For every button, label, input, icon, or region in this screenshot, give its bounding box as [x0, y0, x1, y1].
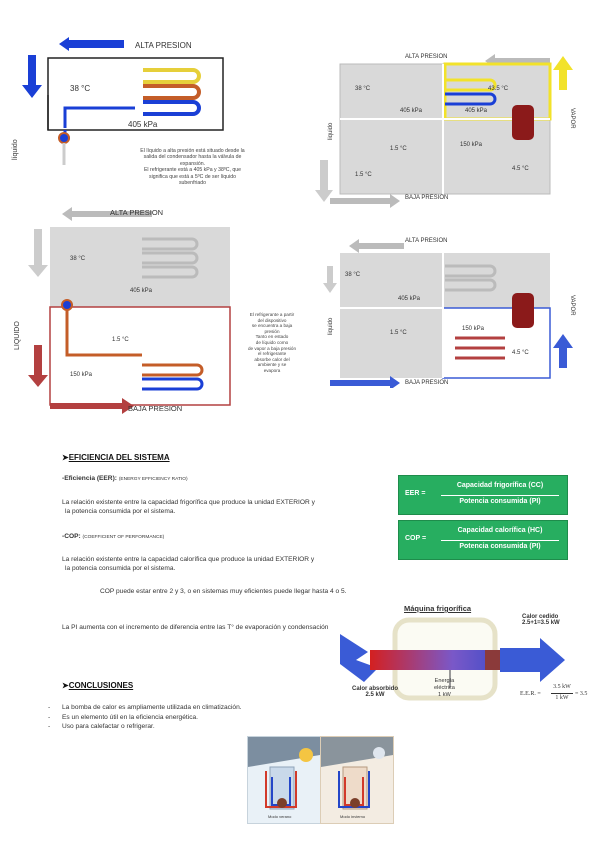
conclusions-list: La bomba de calor es ampliamente utiliza… [48, 703, 242, 732]
energy-label: Energía eléctrica 1 kW [434, 678, 455, 698]
diagram4-title: ALTA PRESION [405, 238, 448, 244]
conclusions-heading: ➤CONCLUSIONES [62, 681, 134, 690]
machine-graphic [340, 617, 565, 701]
diagram3-graphic [28, 207, 231, 414]
diagram2-temp-low2: 1.5 °C [355, 172, 372, 178]
diagram2-vapor-label: VAPOR [569, 108, 575, 129]
pi-text: La PI aumenta con el incremento de difer… [62, 624, 329, 631]
diagram1-note: El líquido a alta presión está situado d… [140, 148, 245, 187]
efficiency-heading: ➤EFICIENCIA DEL SISTEMA [62, 453, 170, 462]
diagram2-pressure-right: 405 kPa [465, 108, 488, 114]
diagram3-pressure-low: 150 kPa [70, 372, 93, 378]
diagram2-pressure-left: 405 kPa [400, 108, 423, 114]
winter-mode-illustration [320, 736, 394, 824]
cop-formula-box: COP = Capacidad calorífica (HC) Potencia… [398, 520, 568, 560]
compressor-icon [277, 798, 287, 808]
diagram3-temp-low: 1.5 °C [112, 337, 129, 343]
diagram2-temp-right-low: 4.5 °C [512, 166, 529, 172]
list-item: Uso para calefactar o refrigerar. [48, 722, 242, 732]
heat-in-label: Calor absorbido 2.5 kW [352, 686, 399, 698]
flow-arrow-down-icon [28, 345, 48, 387]
heat-out-label: Calor cedido 2.5+1=3.5 kW [522, 614, 560, 626]
cop-range-text: COP puede estar entre 2 y 3, o en sistem… [100, 588, 347, 595]
vapor-arrow-up-icon [553, 56, 573, 90]
diagram4-temp-low: 1.5 °C [390, 330, 407, 336]
diagram2-side-label: liquido [328, 122, 334, 140]
diagram4-temp-high: 38 °C [345, 272, 361, 278]
diagram3-title: ALTA PRESION [110, 208, 164, 217]
winter-mode-graphic [321, 737, 393, 810]
eer-definition: -Eficiencia (EER): (ENERGY EFFICIENCY RA… [62, 475, 188, 482]
cop-text: La relación existente entre la capacidad… [62, 556, 315, 572]
vapor-arrow-up-icon [553, 334, 573, 368]
sun-icon [299, 748, 313, 762]
diagram1-title: ALTA PRESION [135, 41, 192, 50]
diagram1-pressure: 405 kPa [128, 120, 158, 129]
expansion-valve-icon [61, 299, 73, 311]
diagram4-side-label: liquido [328, 317, 334, 335]
diagram4-vapor-label: VAPOR [569, 295, 575, 316]
eer-text: La relación existente entre la capacidad… [62, 499, 315, 515]
heat-out-arrow-icon [500, 638, 565, 682]
diagram3-temp-high: 38 °C [70, 256, 86, 262]
machine-title: Máquina frigorífica [404, 604, 472, 613]
eer-calculation: E.E.R. = 3.5 kW 1 kW = 3.5 [520, 684, 588, 701]
winter-caption: Modo invierno [340, 814, 366, 819]
summer-mode-illustration [247, 736, 321, 824]
compressor-icon [350, 798, 360, 808]
eer-formula-box: EER = Capacidad frigorífica (CC) Potenci… [398, 475, 568, 515]
compressor-icon [512, 293, 534, 328]
diagram2-bottom-label: BAJA PRESION [405, 195, 449, 201]
diagram4-bottom-label: BAJA PRESION [405, 380, 449, 386]
list-item: Es un elemento útil en la eficiencia ene… [48, 713, 242, 723]
diagram2-temp-right: 43.5 °C [488, 86, 509, 92]
bullet-arrow-icon: ➤ [62, 681, 69, 690]
flow-arrow-left-icon [59, 37, 124, 51]
diagram4-graphic [323, 239, 573, 388]
diagram2-pressure-low: 150 kPa [460, 142, 483, 148]
diagram3-side-label: LIQUIDO [14, 321, 21, 350]
flow-arrow-right-icon [50, 398, 134, 414]
diagram4-pressure-low: 150 kPa [462, 326, 485, 332]
diagram3-pressure-high: 405 kPa [130, 288, 153, 294]
diagram1-temp: 38 °C [70, 84, 91, 93]
diagram3-bottom-label: BAJA PRESION [128, 404, 183, 413]
flow-arrow-down-icon [22, 55, 42, 98]
diagram2-graphic [315, 54, 573, 208]
bullet-arrow-icon: ➤ [62, 453, 69, 462]
diagram2-temp-low: 1.5 °C [390, 146, 407, 152]
expansion-valve-icon [58, 132, 70, 144]
diagram4-pressure-high: 405 kPa [398, 296, 421, 302]
diagram1-graphic [22, 37, 224, 165]
diagram4-temp-right: 4.5 °C [512, 350, 529, 356]
diagram3-note: El refrigerante a partir del dispositivo… [247, 312, 296, 373]
diagram2-title: ALTA PRESION [405, 54, 448, 60]
diagram1-side-label: líquido [12, 139, 19, 160]
summer-mode-graphic [248, 737, 320, 810]
compressor-icon [512, 105, 534, 140]
heat-in-arrow-icon [340, 634, 378, 682]
diagram2-temp-left: 38 °C [355, 86, 371, 92]
snow-icon [373, 747, 385, 759]
summer-caption: Modo verano [268, 814, 292, 819]
cop-definition: -COP: (COEFFICIENT OF PERFORMANCE) [62, 533, 165, 540]
list-item: La bomba de calor es ampliamente utiliza… [48, 703, 242, 713]
